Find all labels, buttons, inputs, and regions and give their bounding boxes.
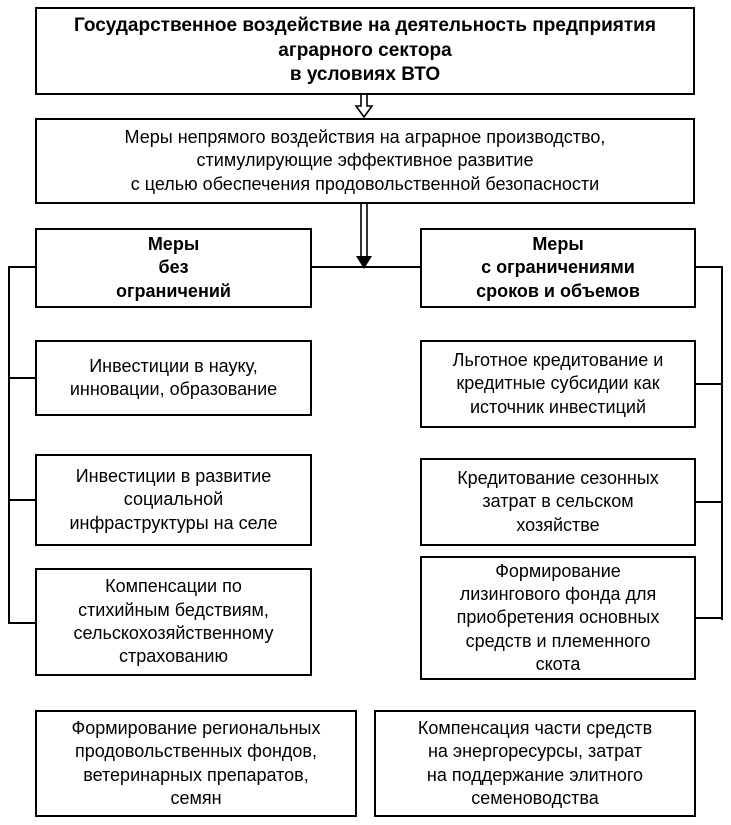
left-spine-line: [8, 266, 10, 624]
right-item-box: Компенсация части средств на энергоресур…: [374, 710, 696, 817]
branch-line: [8, 499, 37, 501]
branch-line: [8, 377, 37, 379]
right-item-box: Кредитование сезонных затрат в сельском …: [420, 458, 696, 546]
right-header-box: Меры с ограничениями сроков и объемов: [420, 228, 696, 308]
right-spine-line: [721, 266, 723, 620]
header-connector-line: [312, 266, 420, 268]
branch-line: [8, 622, 37, 624]
right-item-box: Формирование лизингового фонда для приоб…: [420, 556, 696, 680]
down-arrow-icon: [356, 204, 372, 269]
left-item-box: Инвестиции в науку, инновации, образован…: [35, 340, 312, 416]
branch-line: [694, 617, 723, 619]
down-arrow-icon: [354, 95, 374, 119]
left-header-box: Меры без ограничений: [35, 228, 312, 308]
right-item-box: Льготное кредитование и кредитные субсид…: [420, 340, 696, 428]
branch-line: [694, 501, 723, 503]
title-box: Государственное воздействие на деятельно…: [35, 7, 695, 95]
branch-line: [694, 266, 723, 268]
subtitle-box: Меры непрямого воздействия на аграрное п…: [35, 118, 695, 204]
left-item-box: Формирование региональных продовольствен…: [35, 710, 357, 817]
branch-line: [694, 383, 723, 385]
left-item-box: Компенсации по стихийным бедствиям, сель…: [35, 568, 312, 676]
left-item-box: Инвестиции в развитие социальной инфраст…: [35, 454, 312, 546]
branch-line: [8, 266, 37, 268]
